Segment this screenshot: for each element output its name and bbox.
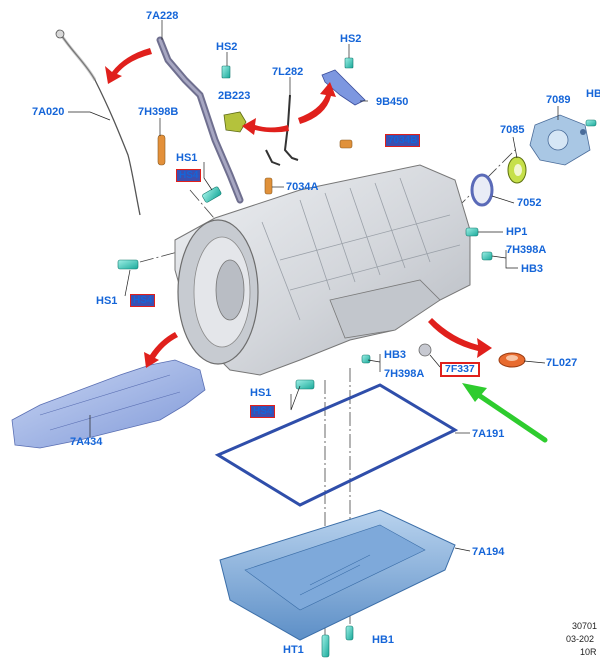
label-7H398A-right: 7H398A — [506, 244, 547, 256]
label-hb3-mid: HB3 — [384, 349, 407, 361]
dipstick-tube-7A020 — [55, 29, 141, 216]
bracket-9B450 — [321, 69, 366, 106]
bolt-hs2-right — [344, 57, 354, 69]
label-2B223: 2B223 — [218, 90, 251, 102]
oil-pan-7A194 — [219, 509, 456, 641]
label-7052: 7052 — [517, 197, 542, 209]
ring-7052 — [470, 173, 494, 207]
label-7089: 7089 — [546, 94, 571, 106]
label-7A191: 7A191 — [472, 428, 505, 440]
tag-7F337-highlight: 7F337 — [440, 362, 480, 377]
label-7A434: 7A434 — [70, 436, 103, 448]
label-hp1: HP1 — [506, 226, 528, 238]
label-9B450: 9B450 — [376, 96, 409, 108]
sensor-7034A — [264, 177, 273, 195]
filler-tube-7A228 — [156, 36, 244, 204]
label-hs1-left: HS1 — [96, 295, 118, 307]
tag-hs4-top: HS4 — [176, 169, 202, 182]
red-direction-arrows — [105, 48, 492, 368]
sensor-7H398B — [157, 134, 166, 166]
label-hb-edge: HB — [586, 88, 600, 100]
bolt-hs1-top — [202, 186, 222, 203]
leader-lines — [68, 20, 559, 552]
arrow-9B450 — [298, 82, 336, 124]
arrow-7A434 — [144, 332, 178, 368]
label-7L027: 7L027 — [546, 357, 578, 369]
label-hs1-bottom: HS1 — [250, 387, 272, 399]
label-hs2-top: HS2 — [216, 41, 238, 53]
label-7H398B: 7H398B — [138, 106, 179, 118]
label-7A020: 7A020 — [32, 106, 65, 118]
label-ht1: HT1 — [283, 644, 304, 656]
tag-hs4-left: HS4 — [130, 294, 156, 307]
bolt-hs2-top — [221, 65, 231, 79]
bolt-hb-edge — [585, 119, 597, 127]
washer-7F337 — [418, 343, 432, 357]
tag-hs4-bottom: HS4 — [250, 405, 276, 418]
footer-date: 03-202 — [566, 634, 595, 644]
output-flange-7089 — [529, 114, 591, 166]
seal-7L027-bore — [506, 355, 518, 361]
label-7A228: 7A228 — [146, 10, 179, 22]
pan-gasket-7A191 — [214, 383, 459, 507]
arrow-7L027 — [428, 318, 492, 358]
label-7H398A-mid: 7H398A — [384, 368, 425, 380]
heat-shield-ribs — [39, 374, 181, 431]
bolt-hs1-bottom — [295, 379, 315, 390]
seal-7085 — [507, 156, 527, 184]
label-hb1: HB1 — [372, 634, 395, 646]
connector-2B223 — [223, 111, 247, 133]
arrow-2B223 — [242, 118, 289, 135]
label-hb3-right: HB3 — [521, 263, 544, 275]
bolt-hb3-mid — [361, 354, 371, 364]
footer-code: 10R — [580, 647, 597, 657]
bolt-hs1-left — [117, 259, 139, 270]
bolt-ht1 — [321, 634, 330, 658]
label-7A194: 7A194 — [472, 546, 505, 558]
label-hs1-top: HS1 — [176, 152, 198, 164]
green-pointer-arrow — [462, 383, 548, 443]
label-7034A: 7034A — [286, 181, 319, 193]
label-7L282: 7L282 — [272, 66, 304, 78]
bolt-hb1 — [345, 625, 354, 641]
bolt-hb3-right — [481, 251, 493, 261]
bracket-7034B — [339, 139, 353, 149]
footer-id: 30701 — [572, 621, 598, 631]
arrow-7A228 — [105, 48, 152, 84]
heat-shield-7A434 — [11, 359, 206, 449]
tag-7034B: 7034B — [385, 134, 421, 147]
transmission-case — [174, 164, 471, 376]
label-hs2-right: HS2 — [340, 33, 362, 45]
bolt-hp1 — [465, 227, 479, 237]
label-7085: 7085 — [500, 124, 525, 136]
vent-hose-7L282 — [265, 94, 299, 166]
